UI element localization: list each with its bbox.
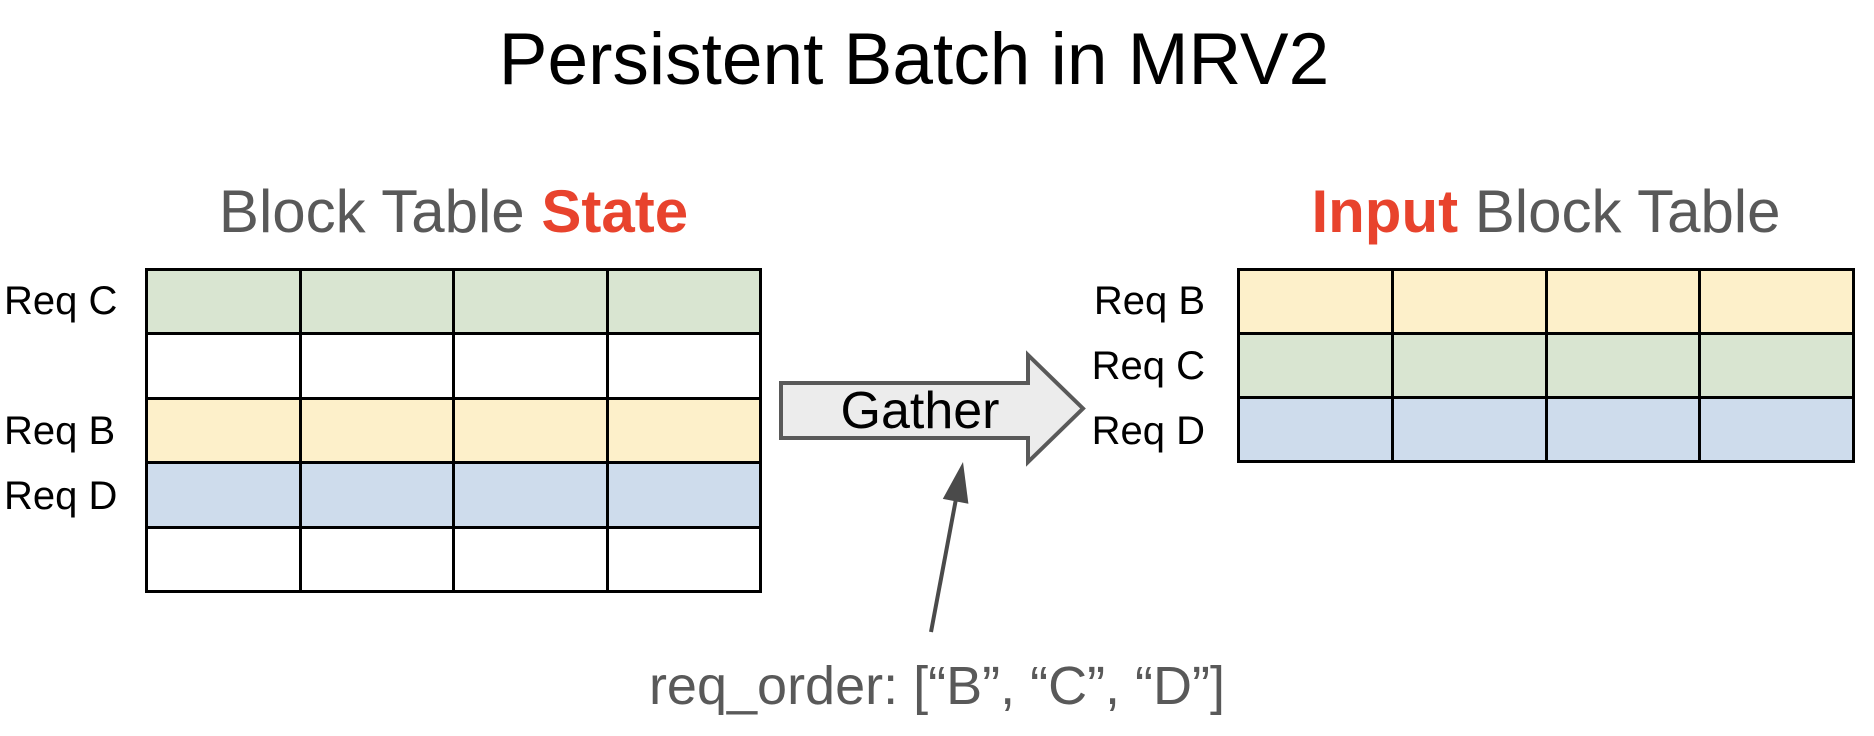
state-cell-r4c2 <box>455 528 606 590</box>
state-table-heading: Block Table State <box>145 182 762 242</box>
annotation-arrow-head <box>942 462 969 504</box>
state-cell-r4c1 <box>301 528 452 590</box>
input-row-label-req-c: Req C <box>1091 343 1205 388</box>
input-cell-r0c0 <box>1240 271 1391 332</box>
state-heading-accent: State <box>541 178 689 245</box>
state-cell-r2c0 <box>148 399 299 462</box>
state-row-label-req-d: Req D <box>4 473 118 518</box>
state-cell-r0c0 <box>148 271 299 333</box>
input-row-label-req-d: Req D <box>1091 408 1205 453</box>
state-cell-r4c0 <box>148 528 299 590</box>
state-cell-r2c2 <box>455 399 606 462</box>
state-cell-r2c3 <box>608 399 759 462</box>
state-heading-prefix: Block Table <box>218 178 542 245</box>
input-heading-suffix: Block Table <box>1458 178 1781 245</box>
state-cell-r1c0 <box>148 335 299 397</box>
state-cell-r3c1 <box>301 464 452 526</box>
input-cell-r1c3 <box>1701 335 1852 396</box>
state-cell-r0c3 <box>608 271 759 333</box>
state-row-label-req-c: Req C <box>4 278 118 323</box>
state-row-label-req-b: Req B <box>4 408 116 453</box>
input-cell-r2c2 <box>1547 399 1699 460</box>
input-cell-r0c1 <box>1393 271 1545 332</box>
input-cell-r0c2 <box>1547 271 1699 332</box>
req-order-annotation: req_order: [“B”, “C”, “D”] <box>648 656 1226 716</box>
state-cell-r3c0 <box>148 464 299 526</box>
input-cell-r2c3 <box>1701 399 1852 460</box>
input-cell-r1c1 <box>1393 335 1545 396</box>
input-heading-accent: Input <box>1311 178 1459 245</box>
state-cell-r2c1 <box>301 399 452 462</box>
state-block-table <box>145 268 762 593</box>
input-row-label-req-b: Req B <box>1093 278 1205 323</box>
input-cell-r1c2 <box>1547 335 1699 396</box>
state-cell-r1c2 <box>455 335 606 397</box>
state-cell-r0c2 <box>455 271 606 333</box>
state-cell-r1c3 <box>608 335 759 397</box>
state-cell-r4c3 <box>608 528 759 590</box>
input-table-heading: Input Block Table <box>1237 182 1855 242</box>
diagram-title: Persistent Batch in MRV2 <box>498 19 1330 100</box>
input-cell-r1c0 <box>1240 335 1391 396</box>
gather-label: Gather <box>840 381 1000 440</box>
input-cell-r2c0 <box>1240 399 1391 460</box>
state-cell-r3c2 <box>455 464 606 526</box>
state-cell-r0c1 <box>301 271 452 333</box>
state-cell-r3c3 <box>608 464 759 526</box>
annotation-arrow-line <box>929 500 958 633</box>
input-cell-r0c3 <box>1701 271 1852 332</box>
input-cell-r2c1 <box>1393 399 1545 460</box>
input-block-table <box>1237 268 1855 463</box>
state-cell-r1c1 <box>301 335 452 397</box>
